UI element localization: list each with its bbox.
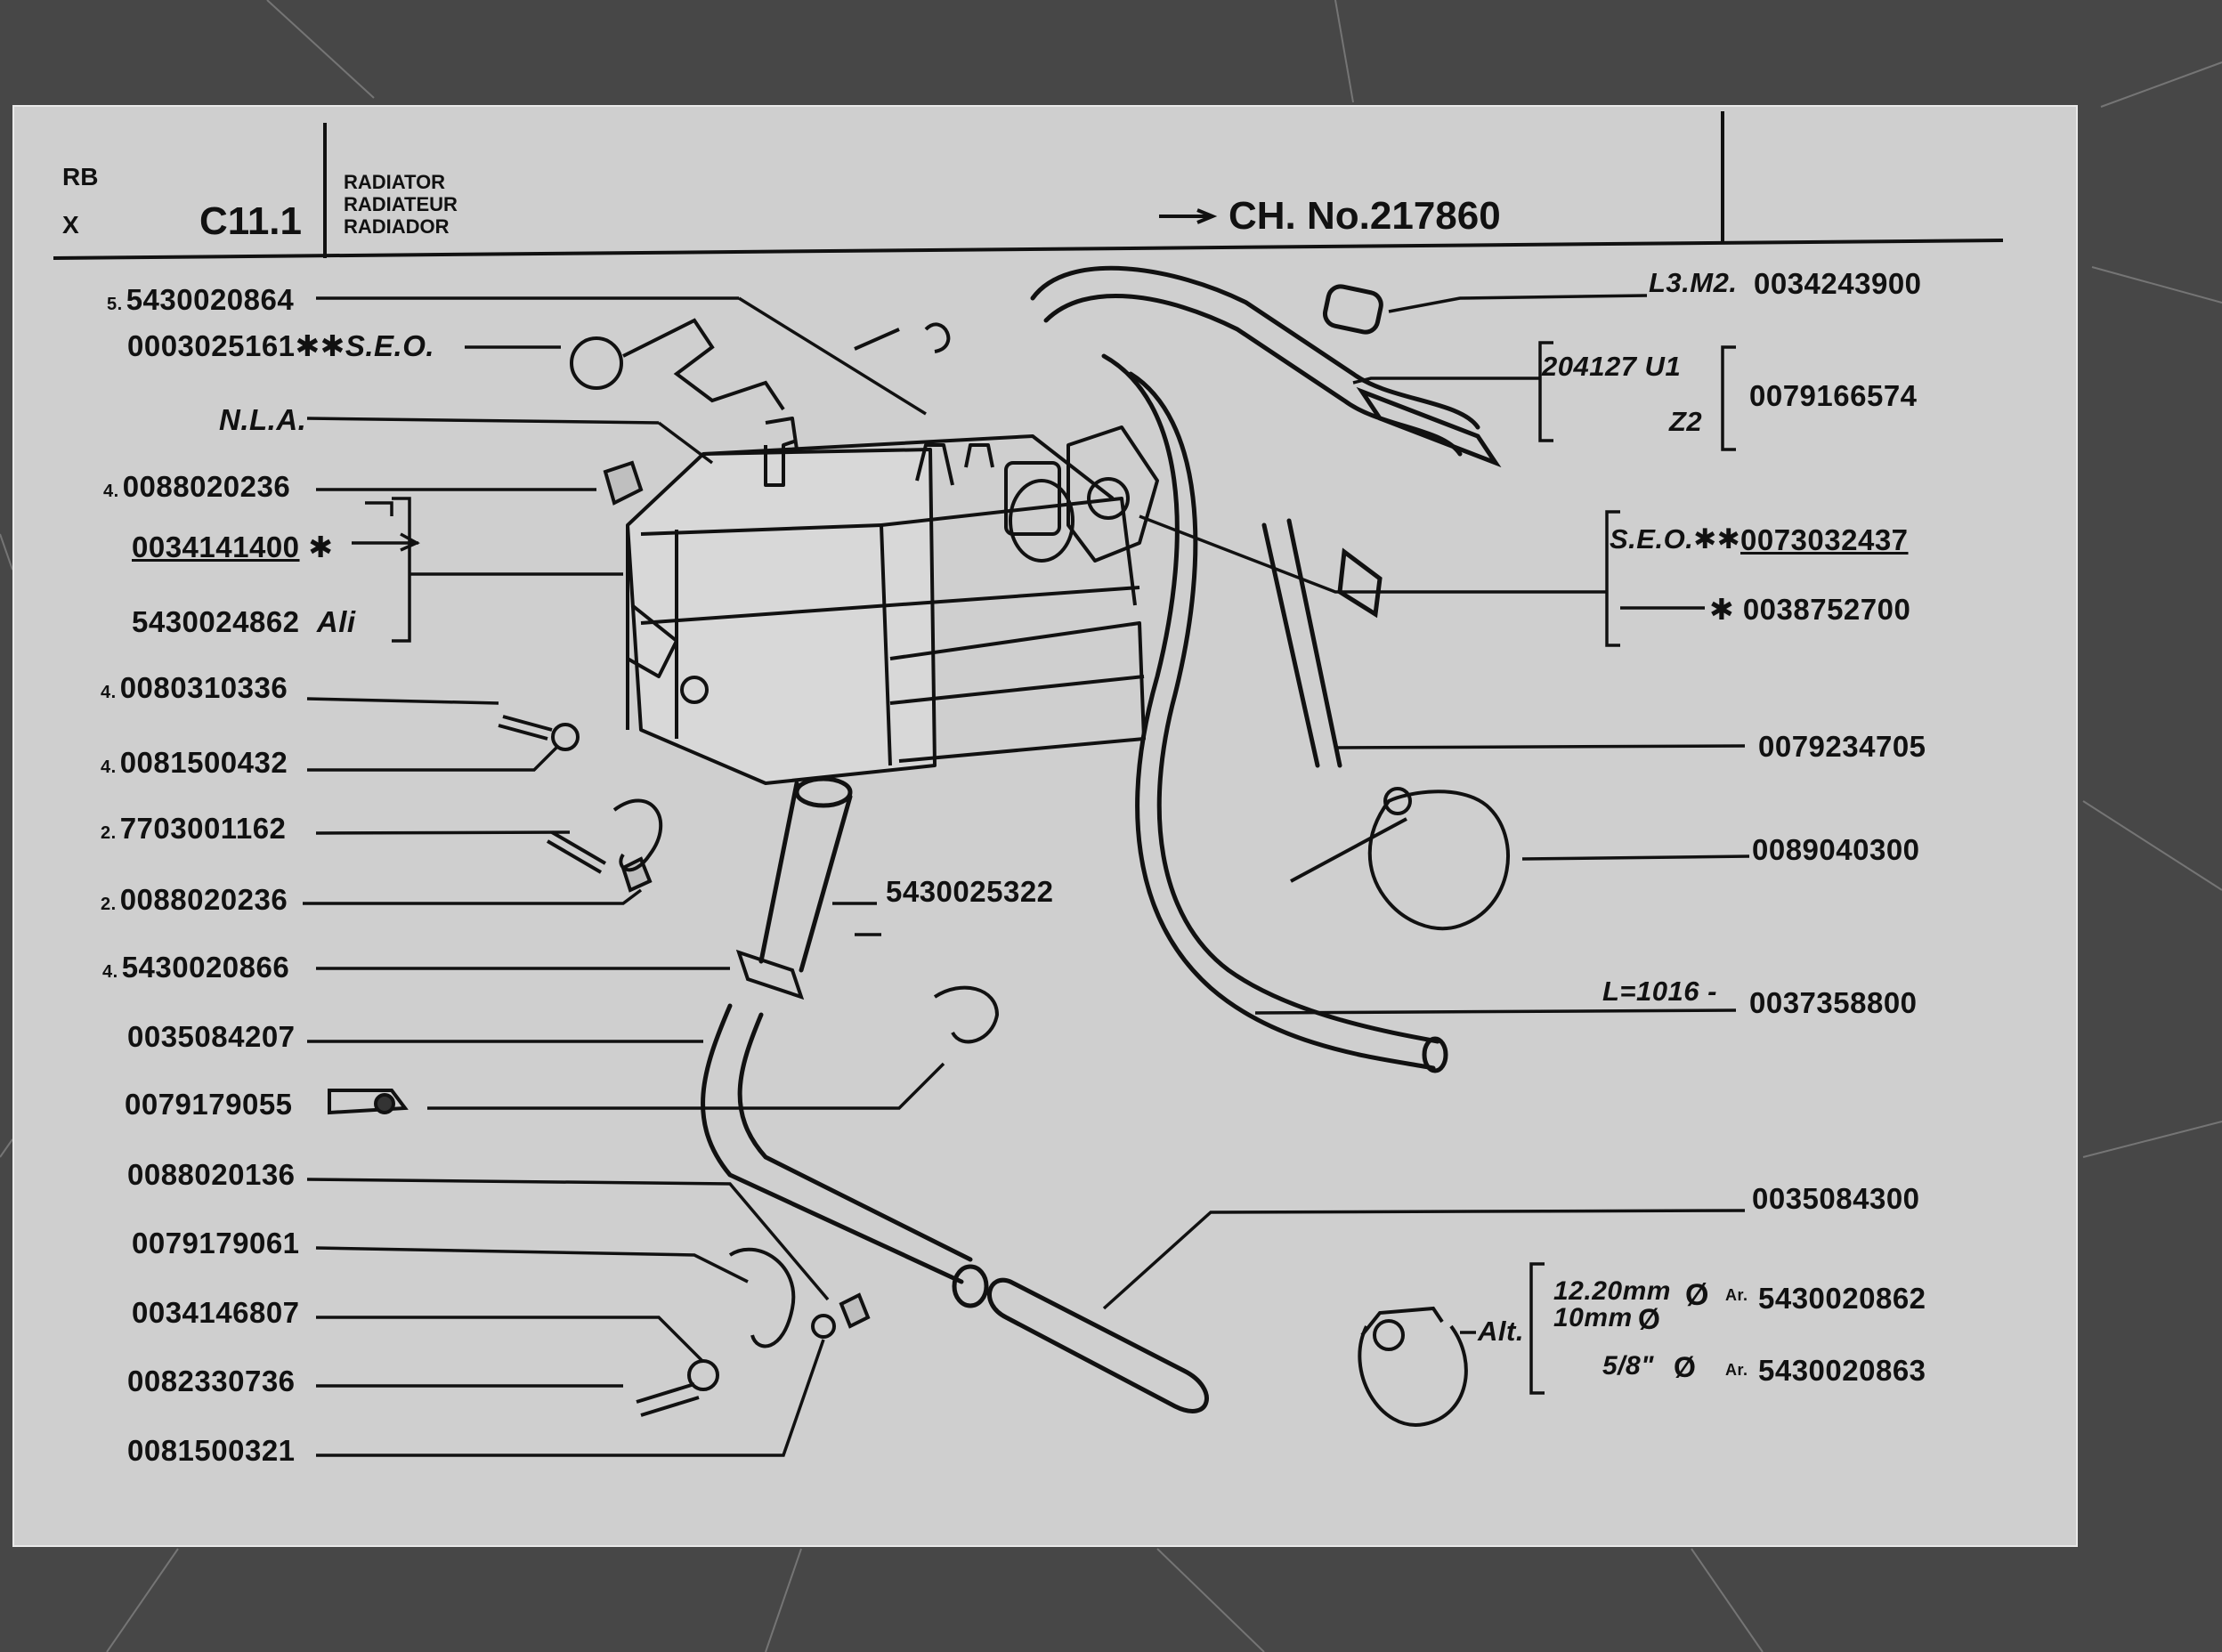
parts-sheet [12,105,2078,1547]
alt-diameter-2: Ø [1638,1303,1661,1335]
label-qty: 4. [102,962,118,982]
note-alt: Alt. [1478,1316,1524,1347]
label-row-7: 4.0080310336 [101,673,288,702]
part-code: 5430020864 [126,283,295,316]
label-row-1: 5.5430020864 [107,285,294,314]
title-es: RADIADOR [344,215,450,238]
rb-code: RB [62,163,99,190]
alt-diameter-1: Ø [1685,1278,1709,1312]
label-row-11: 4.5430020866 [102,952,289,982]
part-code: 5430024862 [132,605,300,638]
label-lower-hose: 5430025322 [886,875,1054,908]
label-note: ✱ [308,530,334,563]
note-l3m2: L3.M2. [1649,267,1738,298]
alt-size-3: 5/8" [1602,1351,1654,1381]
label-qty: 2. [101,823,117,843]
radiator-tank-drawing [626,417,1159,785]
code-0073032437: 0073032437 [1740,523,1909,556]
label-row-10: 2.0088020236 [101,885,288,914]
label-qty: 4. [101,683,117,702]
chassis-number: CH. No.217860 [1229,194,1501,238]
label-row-4: 4.0088020236 [103,472,290,501]
note-u1: 204127 U1 [1542,351,1682,382]
label-row-6: 5430024862 Ali [132,607,356,636]
part-code: 0081500432 [119,746,288,779]
part-code: 0035084207 [127,1020,296,1053]
note-z2: Z2 [1669,406,1703,437]
label-qty: 2. [101,895,117,914]
code-0038752700: ✱ 0038752700 [1709,593,1911,626]
label-row-14: 0088020136 [127,1160,296,1189]
code-0079234705: 0079234705 [1758,730,1926,763]
label-row-16: 0034146807 [132,1298,300,1327]
label-qty: 4. [101,757,117,777]
part-code: 0079179061 [132,1227,300,1259]
upper-overflow-hose [1030,265,1480,430]
code-0037358800: 0037358800 [1749,986,1918,1019]
title-fr: RADIATEUR [344,193,458,215]
title-en: RADIATOR [344,171,446,193]
label-note: ✱✱S.E.O. [295,329,435,362]
alt-clamp-icon [1358,1324,1468,1427]
label-row-2: 0003025161✱✱S.E.O. [127,331,434,360]
vertical-pipe [1261,518,1342,768]
label-row-13: 0079179055 [125,1089,293,1119]
alt-code-3: 5430020863 [1758,1354,1926,1387]
part-code: 0079179055 [125,1088,293,1121]
alt-code-1: 5430020862 [1758,1282,1926,1315]
code-0034243900: 0034243900 [1754,267,1922,300]
part-code: 7703001162 [119,812,287,845]
lower-hose [758,781,853,973]
x-mark: X [62,211,79,239]
lower-pipe [701,1003,973,1284]
section-code: C11.1 [199,199,302,243]
label-row-15: 0079179061 [132,1228,300,1258]
part-code: 0082330736 [127,1365,296,1397]
code-0079166574: 0079166574 [1749,379,1918,412]
long-return-hose [1101,353,1436,1071]
part-code: 0088020236 [122,470,291,503]
alt-prefix-1: Ar. [1725,1286,1748,1304]
label-row-9: 2.7703001162 [101,814,286,843]
alt-size-1: 12.20mm [1553,1276,1671,1306]
note-l1016: L=1016 - [1602,976,1717,1007]
label-row-17: 0082330736 [127,1366,296,1396]
label-qty: 5. [107,295,123,314]
part-code: 0080310336 [119,671,288,704]
part-code: 0088020136 [127,1158,296,1191]
label-row-12: 0035084207 [127,1022,296,1051]
part-code: 0088020236 [119,883,288,916]
alt-prefix-3: Ar. [1725,1361,1748,1379]
part-code: 0081500321 [127,1434,296,1467]
bottom-hose [987,1277,1209,1413]
label-row-8: 4.0081500432 [101,748,288,777]
part-code: 5430020866 [121,951,290,984]
part-code: 0034141400 [132,530,300,563]
note-seo: S.E.O.✱✱ [1610,523,1741,555]
hose-clamp-icon [1367,790,1510,931]
alt-diameter-3: Ø [1674,1351,1697,1383]
label-row-5: 0034141400 ✱ [132,532,333,562]
part-code: 0034146807 [132,1296,300,1329]
code-0089040300: 0089040300 [1752,833,1920,866]
label-row-18: 0081500321 [127,1436,296,1465]
grommet-icon [570,336,623,390]
code-0035084300: 0035084300 [1752,1182,1920,1215]
label-qty: 4. [103,482,119,501]
part-code: 0003025161 [127,329,296,362]
label-note: Ali [316,605,356,638]
label-row-3: N.L.A. [219,403,307,436]
alt-size-2: 10mm [1553,1303,1633,1332]
